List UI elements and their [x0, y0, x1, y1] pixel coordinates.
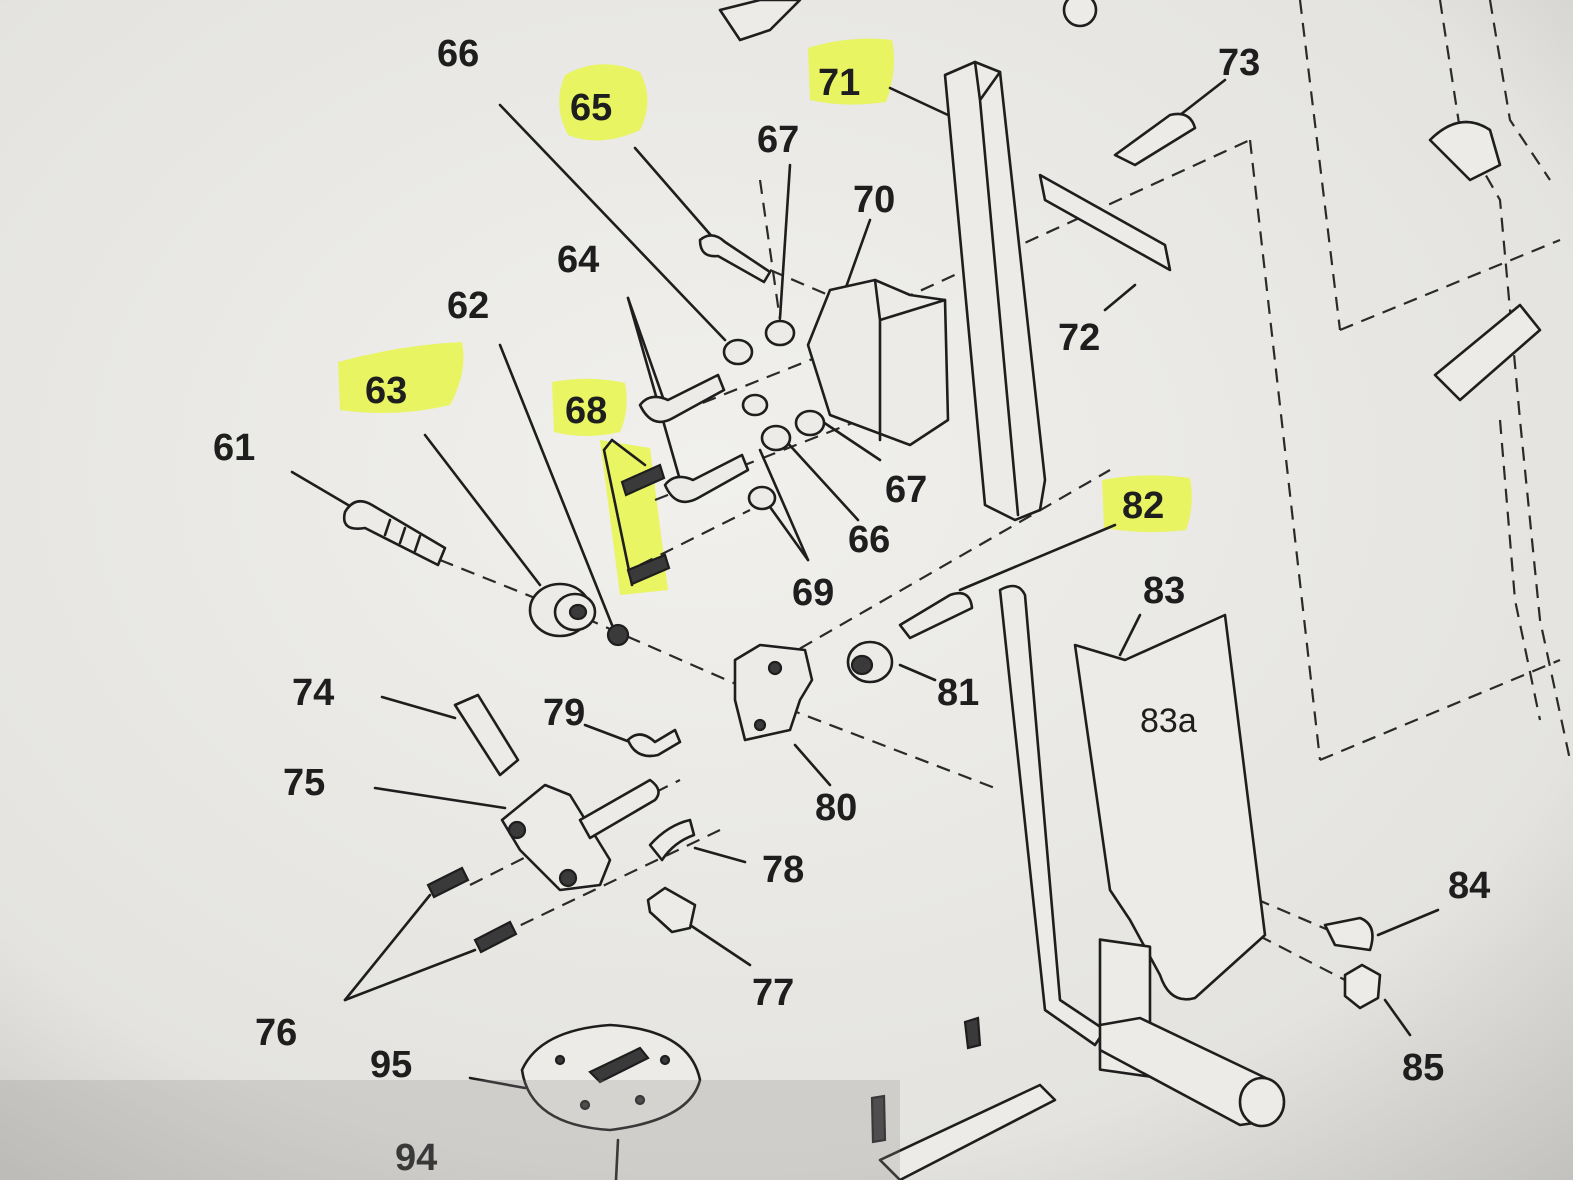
leader-lines: [290, 78, 1440, 1180]
part-68-set-screws: [620, 463, 671, 586]
part-72-plate: [1038, 173, 1172, 272]
bottom-rail: [870, 1016, 1057, 1180]
part-95-cover: [520, 1023, 702, 1132]
part-labels: 61 62 63 64 65 66 66 67 67 68 69 70 71 7…: [213, 33, 1490, 1179]
label-75: 75: [283, 762, 325, 804]
label-77: 77: [752, 972, 794, 1014]
parts: [342, 0, 1572, 1180]
label-61: 61: [213, 427, 255, 469]
label-76: 76: [255, 1012, 297, 1054]
part-82-screw: [898, 591, 974, 640]
label-71: 71: [818, 62, 860, 104]
highlight-65: [559, 64, 648, 141]
part-64-bolts: [638, 373, 750, 504]
label-63: 63: [365, 370, 407, 412]
part-79-screw: [626, 728, 682, 758]
label-95: 95: [370, 1044, 412, 1086]
part-74-key: [453, 693, 520, 777]
highlight-68: [552, 378, 627, 436]
right-frame: [1428, 0, 1572, 761]
highlight-82: [1102, 475, 1192, 533]
label-84: 84: [1448, 865, 1490, 907]
label-85: 85: [1402, 1047, 1444, 1089]
part-85-nut: [1343, 963, 1382, 1010]
label-70: 70: [853, 179, 895, 221]
label-78: 78: [762, 849, 804, 891]
label-83: 83: [1143, 570, 1185, 612]
label-80: 80: [815, 787, 857, 829]
label-73: 73: [1218, 42, 1260, 84]
highlight-71: [808, 38, 894, 105]
highlight-marks: [338, 38, 1192, 595]
label-66-lower: 66: [848, 519, 890, 561]
label-65: 65: [570, 87, 612, 129]
label-67-top: 67: [757, 119, 799, 161]
highlight-63: [338, 342, 464, 414]
part-63-spacer: [528, 582, 597, 638]
part-78-clip: [648, 818, 696, 862]
label-94: 94: [395, 1137, 437, 1179]
label-68: 68: [565, 390, 607, 432]
part-77-key: [646, 886, 697, 934]
label-66-top: 66: [437, 33, 479, 75]
part-84-screw: [1323, 916, 1374, 952]
part-71-column: [943, 60, 1047, 522]
label-64: 64: [557, 239, 599, 281]
part-76-set-screws: [426, 866, 518, 954]
label-81: 81: [937, 672, 979, 714]
label-79: 79: [543, 692, 585, 734]
washers-66-67: [722, 319, 826, 511]
label-74: 74: [292, 672, 334, 714]
part-81-nut: [846, 640, 894, 684]
part-61-bolt: [342, 500, 447, 567]
label-62: 62: [447, 285, 489, 327]
label-67-lower: 67: [885, 469, 927, 511]
label-83a: 83a: [1140, 702, 1197, 740]
photo-shadow: [0, 1080, 900, 1180]
part-65-screw: [698, 234, 772, 284]
label-69: 69: [792, 572, 834, 614]
top-bolt: [718, 0, 1098, 42]
label-82: 82: [1122, 485, 1164, 527]
part-73-screw: [1113, 112, 1197, 167]
part-80-block: [733, 643, 814, 742]
part-75-clamp: [500, 783, 612, 892]
part-62-ball: [606, 623, 630, 647]
part-83-plate: [1073, 613, 1267, 1001]
label-72: 72: [1058, 317, 1100, 359]
